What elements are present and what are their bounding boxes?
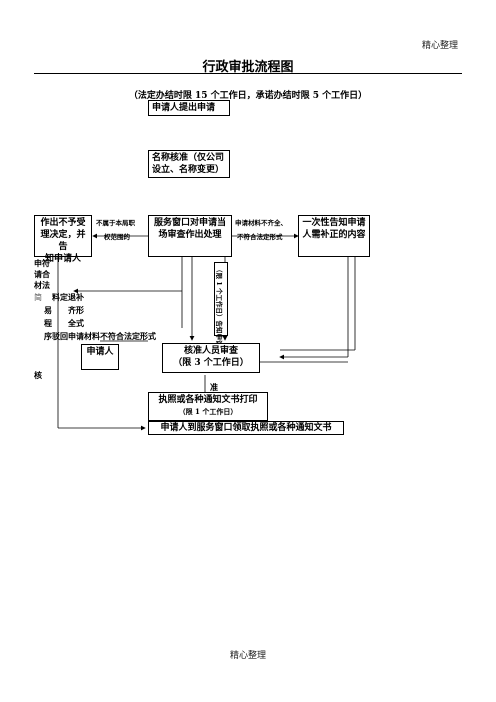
left-label-9: 全式 [68,318,84,328]
reject-line2: 理决定，并告 [40,230,86,252]
left-label-6: 易 [44,305,52,315]
left-label-1: 申符 [34,258,50,268]
review-line2: （限 3 个工作日） [173,358,249,368]
apply-box: 申请人提出申请 [148,100,230,116]
reject-box: 作出不予受 理决定，并告 知申请人 [34,215,92,264]
title-divider [34,73,462,74]
header-note: 精心整理 [421,41,458,51]
apply-text: 申请人提出申请 [152,103,216,113]
print-box: 执照或各种通知文书打印 （限 1 个工作日） [148,392,268,421]
left-label-10: 序驳回申请材料不符合法定形式 [44,331,156,341]
not-in-scope-label-2: 权范围的 [104,233,130,241]
verify-label: 核 [34,370,42,380]
reject-line1: 作出不予受 [40,218,86,228]
left-label-8: 程 [44,318,52,328]
approve-label: 准 [210,382,218,392]
window-line2: 场审查作出处理 [158,230,222,240]
incomplete-label-1: 申请材料不齐全、 [235,219,287,227]
collect-box: 申请人到服务窗口领取执照或各种通知文书 [148,421,344,435]
left-label-4: 简 [34,293,42,302]
not-in-scope-label-1: 不属于本局职 [96,219,135,227]
review-box: 核准人员审查 （限 3 个工作日） [162,343,260,373]
reject-line3: 知申请人 [44,254,81,264]
vertical-label-box [214,262,228,336]
notify-box: 一次性告知申请 人需补正的内容 [298,215,370,257]
left-label-7: 齐形 [68,305,84,315]
collect-text: 申请人到服务窗口领取执照或各种通知文书 [160,423,332,433]
left-label-2: 请合 [34,269,50,279]
window-review-box: 服务窗口对申请当 场审查作出处理 [148,215,232,257]
name-check-box: 名称核准（仅公司 设立、名称变更） [148,150,230,178]
applicant-text: 申请人 [86,347,114,357]
name-check-line1: 名称核准（仅公司 [152,153,225,163]
window-line1: 服务窗口对申请当 [153,218,226,228]
review-line1: 核准人员审查 [183,346,238,356]
print-line2: （限 1 个工作日） [178,407,238,416]
incomplete-label-2: 不符合法定形式 [237,233,283,241]
name-check-line2: 设立、名称变更） [152,165,225,175]
notify-line1: 一次性告知申请 [302,218,366,228]
left-label-3: 材法 [34,280,50,290]
footer-note: 精心整理 [229,651,266,661]
left-label-5: 料定退补 [52,292,84,302]
notify-line2: 人需补正的内容 [302,230,366,240]
applicant-box: 申请人 [81,344,119,370]
page-subtitle: （法定办结时限 15 个工作日，承诺办结时限 5 个工作日） [128,91,368,101]
print-line1: 执照或各种通知文书打印 [158,395,258,405]
page-title: 行政审批流程图 [202,60,294,75]
